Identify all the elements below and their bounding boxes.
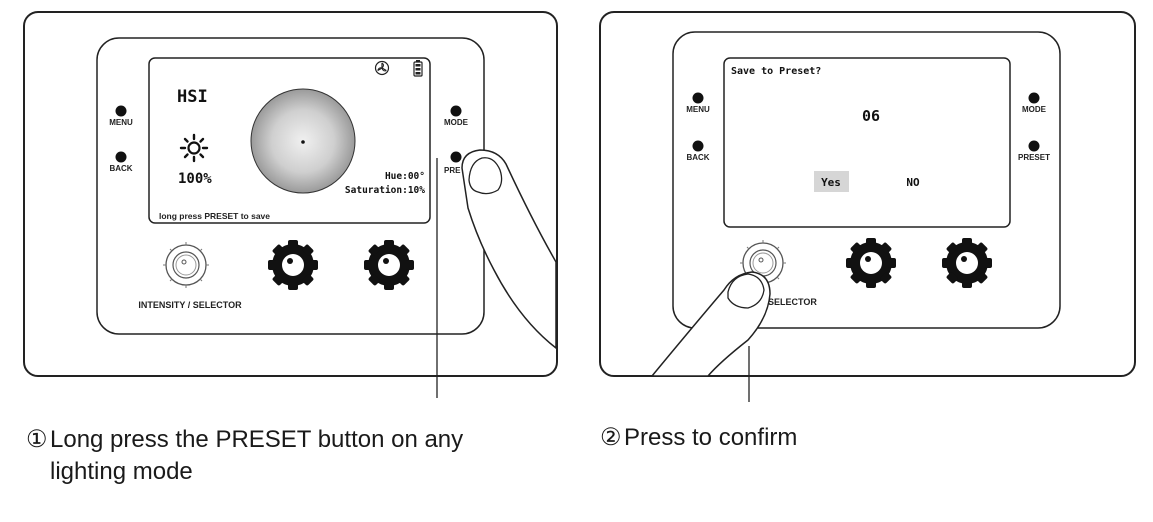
step-1-number: ① [26,426,48,453]
preset-number: 06 [862,107,880,125]
intensity-selector-label: INTENSITY / SELECTOR [138,300,242,310]
no-button[interactable]: NO [906,176,920,189]
knob-2[interactable] [268,240,318,290]
yes-button-bg [814,171,849,192]
knob-3[interactable] [364,240,414,290]
dialog-title: Save to Preset? [731,66,821,77]
fan-icon [374,60,390,76]
screen-mode-label: HSI [177,87,208,107]
mode-button-label: MODE [444,118,469,127]
yes-button[interactable]: Yes [821,176,841,189]
preset-button[interactable] [450,151,462,163]
panel-2: Save to Preset? 06 Yes NO MENU BACK MODE… [599,11,1136,402]
step-2-text: Press to confirm [624,424,798,451]
selector-label: SELECTOR [768,297,817,307]
hand-icon [650,271,771,377]
sun-icon [179,133,209,163]
menu-button-label: MENU [109,118,133,127]
mode-button[interactable] [450,105,462,117]
back-button-label: BACK [686,153,709,162]
back-button[interactable] [692,140,704,152]
menu-button-label: MENU [686,105,710,114]
step-2-number: ② [600,424,622,451]
preset-button-label: PRE [444,166,461,175]
step-1-text-line2: lighting mode [50,458,193,485]
knob-2[interactable] [846,238,896,288]
mode-button[interactable] [1028,92,1040,104]
screen-saturation-value: Saturation:10% [345,185,425,196]
step-1-text-line1: Long press the PRESET button on any [50,426,464,453]
screen-hue-value: Hue:00° [385,171,425,182]
back-button-label: BACK [109,164,132,173]
color-wheel-cursor [301,140,305,144]
screen-intensity-value: 100% [178,171,212,187]
screen-hint-text: long press PRESET to save [159,211,270,221]
menu-button[interactable] [692,92,704,104]
knob-3[interactable] [942,238,992,288]
preset-button[interactable] [1028,140,1040,152]
back-button[interactable] [115,151,127,163]
battery-icon [413,60,423,77]
device-2-screen [723,57,1011,228]
mode-button-label: MODE [1022,105,1047,114]
menu-button[interactable] [115,105,127,117]
preset-button-label: PRESET [1018,153,1050,162]
hand-icon [461,149,557,350]
panel-1: HSI 100% Hue:00° [23,11,558,398]
